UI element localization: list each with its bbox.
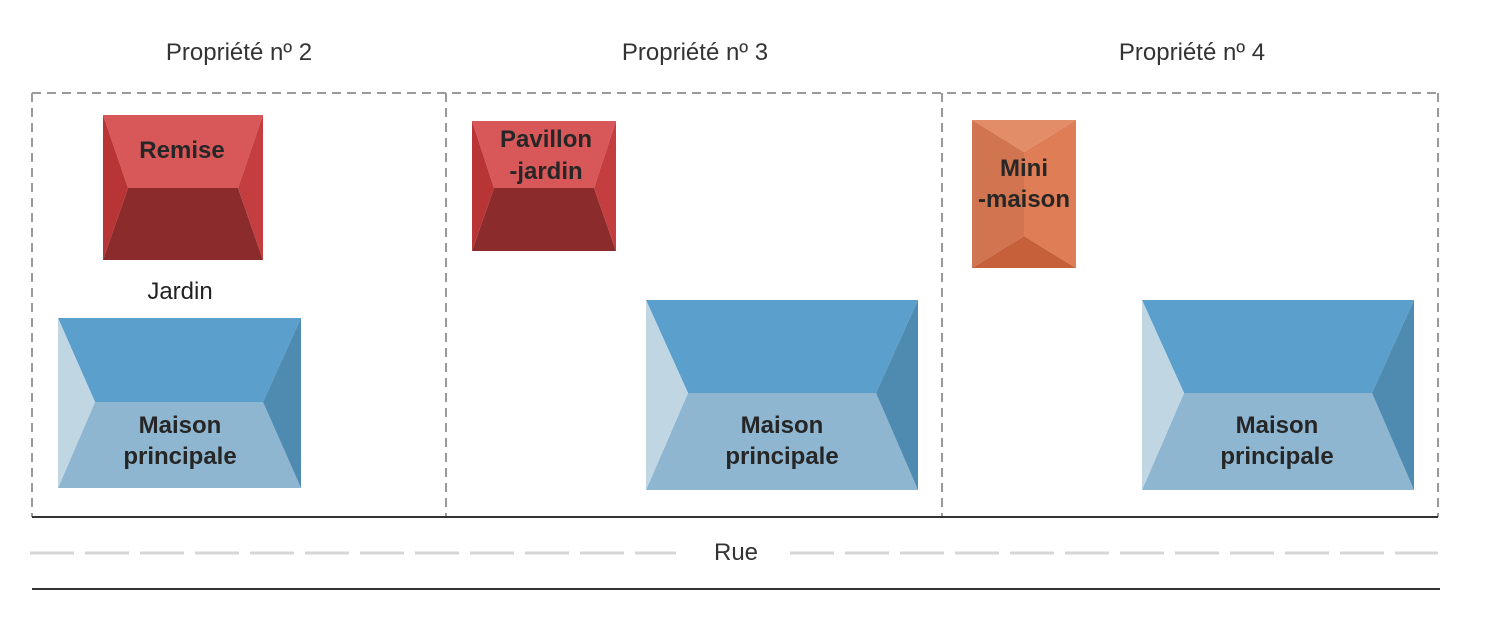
- outbuilding-pavillon-jardin: Pavillon -jardin: [472, 121, 616, 251]
- roof-right-face: [1372, 300, 1414, 490]
- outbuilding-mini-maison: Mini -maison: [972, 120, 1076, 268]
- roof-right-face: [238, 115, 263, 260]
- property-2-title: Propriété nº 2: [166, 39, 312, 66]
- roof-top-face: [472, 121, 616, 188]
- roof-bottom-face: [972, 236, 1076, 268]
- main-house-label-line-2: principale: [1220, 443, 1333, 470]
- roof-right-face: [1024, 120, 1076, 268]
- main-house-label-line-2: principale: [123, 443, 236, 470]
- outbuilding-label-line-1: Pavillon: [500, 126, 592, 153]
- roof-top-face: [646, 300, 918, 393]
- main-house-property-2: Maison principale: [58, 318, 301, 488]
- outbuilding-remise: Remise: [103, 115, 263, 260]
- roof-left-face: [1142, 300, 1184, 490]
- roof-left-face: [646, 300, 688, 490]
- main-house-label-line-1: Maison: [1236, 412, 1319, 439]
- main-house-label-line-1: Maison: [741, 412, 824, 439]
- outbuilding-label-line-1: Remise: [139, 137, 224, 164]
- roof-top-face: [1142, 300, 1414, 393]
- street-label: Rue: [714, 539, 758, 566]
- main-house-label-line-2: principale: [725, 443, 838, 470]
- roof-bottom-face: [1142, 393, 1414, 490]
- roof-right-face: [594, 121, 616, 251]
- roof-right-face: [263, 318, 301, 488]
- roof-bottom-face: [472, 188, 616, 251]
- roof-top-face: [972, 120, 1076, 152]
- lot-boundaries: [31, 92, 1439, 517]
- main-house-label-line-1: Maison: [139, 412, 222, 439]
- roof-bottom-face: [58, 402, 301, 488]
- roof-left-face: [972, 120, 1024, 268]
- outbuilding-label-line-2: -maison: [978, 186, 1070, 213]
- main-house-property-4: Maison principale: [1142, 300, 1414, 490]
- roof-right-face: [876, 300, 918, 490]
- roof-bottom-face: [103, 188, 263, 260]
- roof-left-face: [58, 318, 95, 488]
- roof-left-face: [103, 115, 128, 260]
- roof-left-face: [472, 121, 494, 251]
- roof-bottom-face: [646, 393, 918, 490]
- outbuilding-label-line-1: Mini: [1000, 155, 1048, 182]
- garden-label: Jardin: [147, 278, 212, 305]
- roof-top-face: [103, 115, 263, 188]
- property-4-title: Propriété nº 4: [1119, 39, 1265, 66]
- property-3-title: Propriété nº 3: [622, 39, 768, 66]
- roof-top-face: [58, 318, 301, 402]
- outbuilding-label-line-2: -jardin: [509, 158, 582, 185]
- main-house-property-3: Maison principale: [646, 300, 918, 490]
